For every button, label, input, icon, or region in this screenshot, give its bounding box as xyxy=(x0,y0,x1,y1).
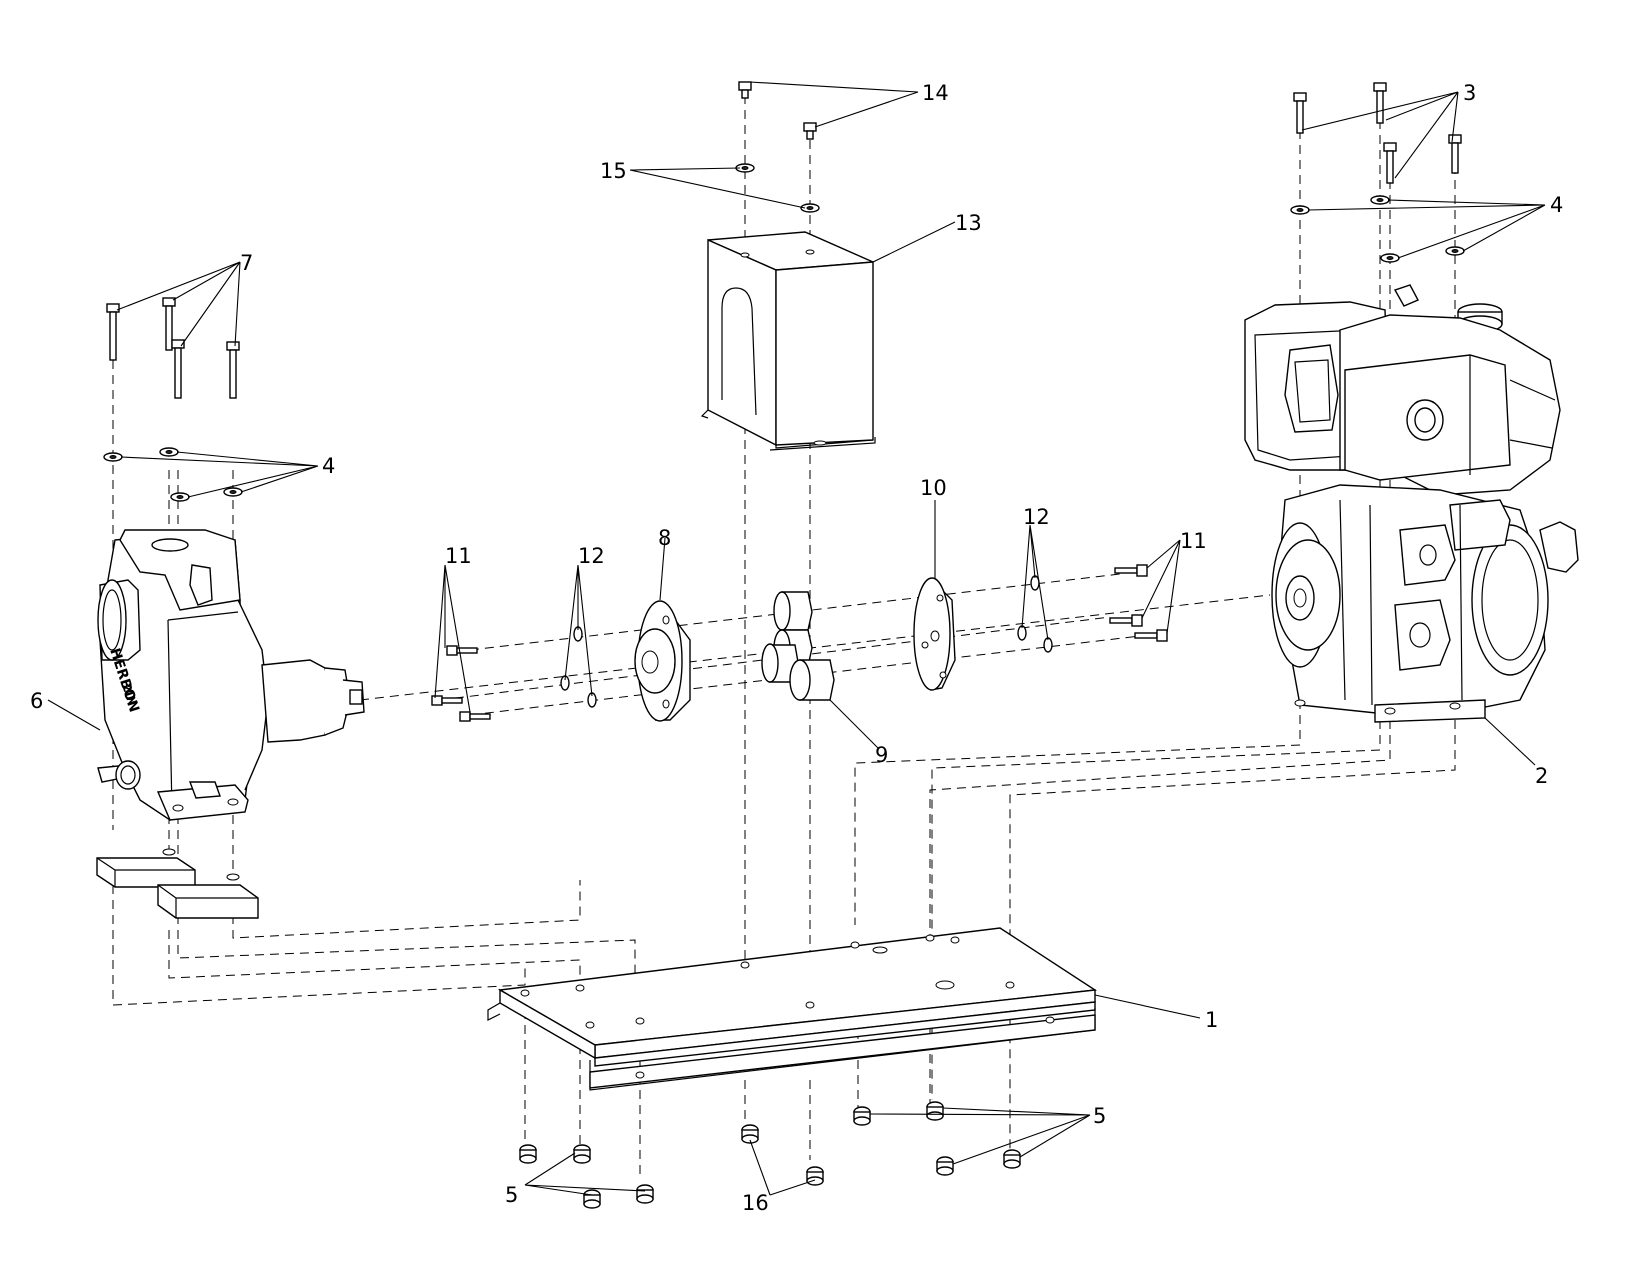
callout-4-pump: 4 xyxy=(322,454,335,478)
callout-12-right: 12 xyxy=(1023,505,1050,529)
callout-13: 13 xyxy=(955,211,982,235)
coupling-bolts-left xyxy=(431,626,597,722)
callout-11-left: 11 xyxy=(445,544,472,568)
pump-support-blocks xyxy=(96,848,259,919)
coupling-guard xyxy=(700,231,876,451)
engine-bolts xyxy=(1293,82,1462,184)
leader-lines xyxy=(47,81,1546,1196)
engine-washers xyxy=(1290,195,1465,263)
callout-10: 10 xyxy=(920,476,947,500)
callout-4-engine: 4 xyxy=(1550,193,1563,217)
callout-12-left: 12 xyxy=(578,544,605,568)
callout-labels: 1 2 3 4 4 5 5 5 6 7 8 9 10 11 11 12 12 1… xyxy=(30,81,1563,1215)
callout-3: 3 xyxy=(1463,81,1476,105)
callout-7: 7 xyxy=(240,251,253,275)
pump-bolts xyxy=(106,297,240,399)
callout-2: 2 xyxy=(1535,764,1548,788)
callout-11-right: 11 xyxy=(1180,529,1207,553)
pump-model-text: 2IN xyxy=(119,682,139,708)
rubber-elements xyxy=(761,591,835,701)
guard-fasteners xyxy=(735,81,820,213)
callout-16: 16 xyxy=(742,1191,769,1215)
callout-5-left: 5 xyxy=(505,1183,518,1207)
callout-1: 1 xyxy=(1205,1008,1218,1032)
callout-8: 8 xyxy=(658,526,671,550)
nuts xyxy=(519,1101,1021,1209)
coupling-hub-engine-side xyxy=(913,577,956,691)
callout-15: 15 xyxy=(600,159,627,183)
pump: HERBON 2IN xyxy=(97,529,365,821)
callout-9: 9 xyxy=(875,743,888,767)
callout-14: 14 xyxy=(922,81,949,105)
callout-6: 6 xyxy=(30,689,43,713)
callout-5-right: 5 xyxy=(1093,1104,1106,1128)
coupling-bolts-right xyxy=(1017,564,1168,653)
coupling-hub-pump-side xyxy=(634,600,691,722)
base-plate xyxy=(487,927,1098,1091)
engine xyxy=(1244,284,1579,723)
